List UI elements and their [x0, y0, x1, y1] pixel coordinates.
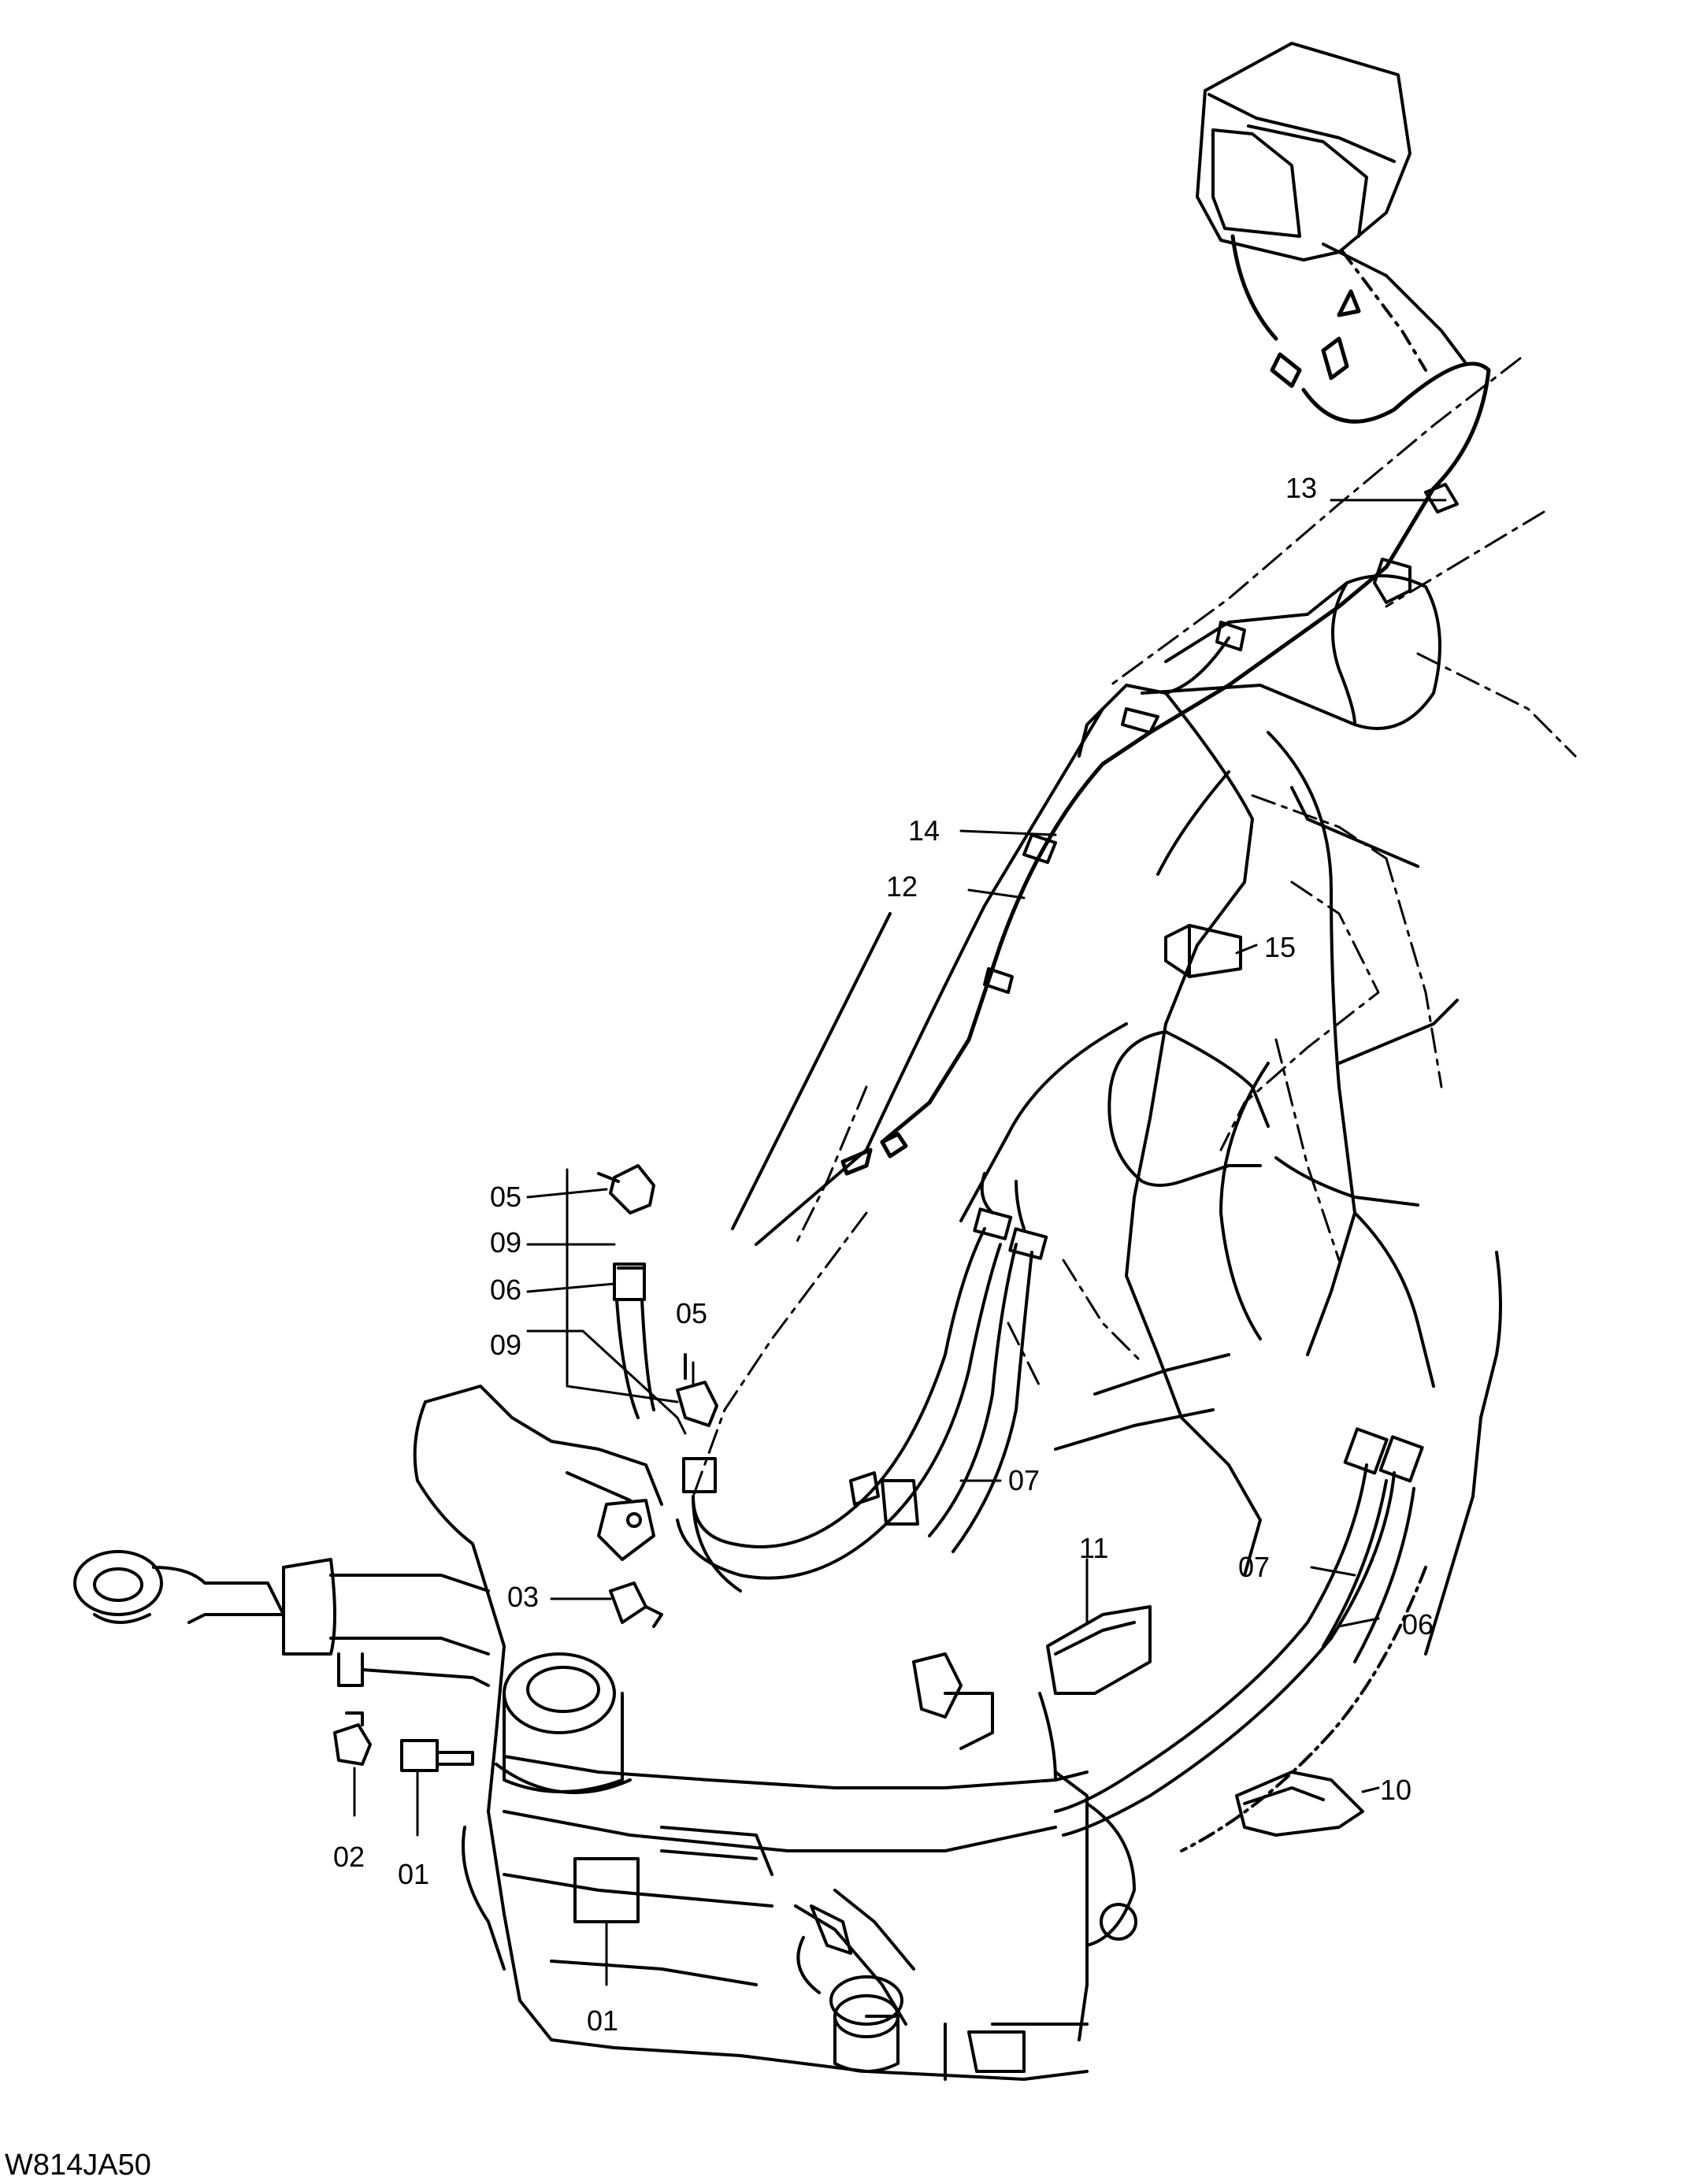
fitting-tee-03	[609, 1581, 663, 1628]
callout-06-right: 06	[1402, 1608, 1434, 1641]
lift-cylinder	[1141, 574, 1459, 1065]
callout-07-right: 07	[1238, 1551, 1271, 1583]
manifold-block	[566, 1471, 655, 1561]
callout-05-upper: 05	[490, 1181, 522, 1213]
boom-outline	[692, 357, 1577, 1498]
port-block-01	[573, 1826, 773, 1923]
callout-13: 11	[1079, 1532, 1109, 1564]
valve-block	[849, 1471, 994, 1750]
cable-clamp-12	[983, 621, 1246, 994]
callout-09-upper: 09	[490, 1226, 522, 1259]
boom-body	[731, 636, 1502, 1656]
fitting-elbow-02	[333, 1711, 372, 1766]
callout-03: 03	[507, 1581, 540, 1613]
callout-05-mid: 05	[676, 1297, 708, 1329]
fitting-elbow-05-upper	[597, 1164, 655, 1214]
work-light	[1196, 42, 1467, 372]
lower-rod-eye	[794, 1889, 915, 2073]
fitting-elbow-05-mid	[676, 1353, 718, 1427]
hose-pair-right	[1054, 1427, 1427, 1852]
callout-14: 10	[1380, 1774, 1412, 1806]
cable-clamp-11	[1373, 483, 1459, 604]
callout-01-left: 01	[398, 1858, 430, 1890]
fitting-adapter-01	[400, 1739, 474, 1772]
callout-12: 14	[908, 814, 940, 847]
callout-10: 12	[886, 870, 918, 903]
pad-14	[1235, 1771, 1364, 1837]
callout-15: 15	[1264, 931, 1297, 963]
hose-bundle-07	[676, 1172, 1048, 1580]
callout-07-mid: 07	[1008, 1464, 1041, 1496]
callout-06-upper: 06	[490, 1274, 522, 1306]
callout-01-bottom: 01	[587, 2004, 619, 2037]
figure-code: W814JA50	[5, 2149, 151, 2182]
swing-cylinder	[73, 1550, 490, 1687]
pad-13	[1046, 1605, 1152, 1695]
boom-pin-boss	[1107, 1030, 1270, 1187]
callout-02: 02	[333, 1841, 365, 1873]
swivel-joint	[495, 1652, 632, 1794]
callout-09-mid: 09	[490, 1329, 522, 1361]
callout-11: 13	[1285, 472, 1318, 504]
leader-lines	[353, 499, 1447, 1986]
swing-frame	[413, 1385, 1137, 2081]
pad-15	[1164, 924, 1242, 978]
fitting-adapter-mid	[682, 1457, 742, 1593]
